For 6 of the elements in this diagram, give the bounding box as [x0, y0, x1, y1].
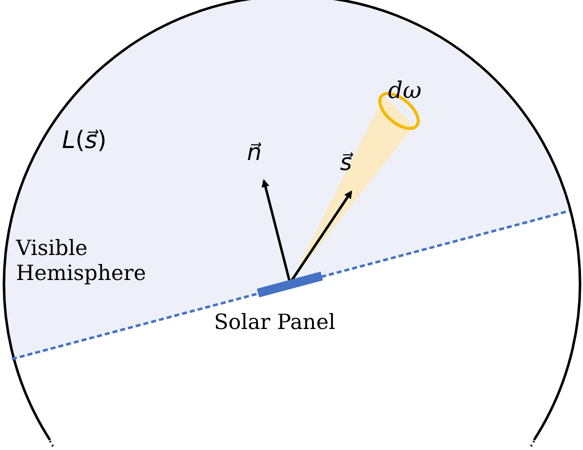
radiance-label: L(s⃗): [62, 126, 107, 155]
hemisphere-label: Visible Hemisphere: [16, 236, 148, 286]
solid-angle-label: dω: [388, 78, 422, 106]
direction-vector-label: s⃗: [340, 150, 352, 178]
normal-vector-label: n⃗: [247, 140, 262, 168]
panel-label: Solar Panel: [214, 310, 336, 336]
